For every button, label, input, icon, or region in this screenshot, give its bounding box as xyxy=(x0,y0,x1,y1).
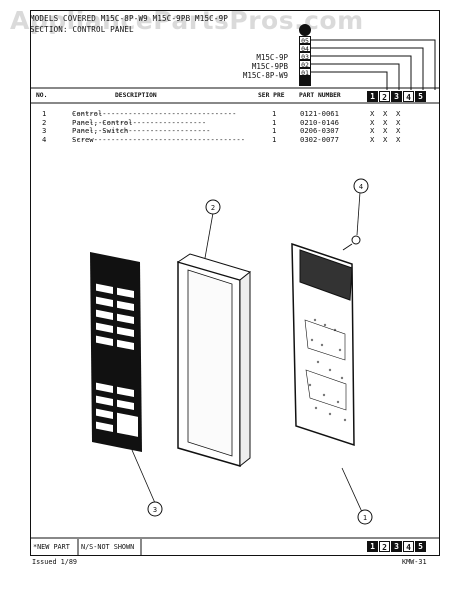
models-covered-line: MODELS COVERED M15C-8P-W9 M15C-9PB M15C-… xyxy=(30,14,229,23)
model-label-2: M15C-9PB xyxy=(251,62,288,71)
footer-num-2: 2 xyxy=(379,541,390,552)
slot-03: 03 xyxy=(299,52,311,61)
control-board-drawing xyxy=(291,235,361,447)
part-row-part-number: 0121-0061 xyxy=(300,109,339,118)
slot-04: 04 xyxy=(299,44,311,53)
callout-2: 2 xyxy=(211,204,215,212)
callout-circle-4 xyxy=(353,178,369,194)
page-code: KMW-31 xyxy=(402,558,427,566)
part-row-no: 1 xyxy=(42,109,47,118)
part-row-mark: X xyxy=(396,134,401,144)
part-row-leader: ------------------------------- xyxy=(72,117,207,127)
callout-circle-3 xyxy=(147,501,163,517)
issued-date: Issued 1/89 xyxy=(32,558,78,566)
part-row-description: Panel, Control xyxy=(72,117,133,127)
footer-num-4: 4 xyxy=(403,541,414,552)
part-row-qty: 1 xyxy=(272,117,277,127)
slot-02: 02 xyxy=(299,60,311,69)
part-row-mark: X xyxy=(370,126,375,136)
footer-num-3: 3 xyxy=(391,541,402,552)
part-row-mark: X xyxy=(370,117,375,127)
part-row-description: Screw xyxy=(72,134,94,144)
slot-marker-dot xyxy=(299,24,311,36)
col-num-4: 4 xyxy=(403,91,414,102)
part-row-leader: ---------------------------------------- xyxy=(72,134,246,144)
part-row-qty: 1 xyxy=(272,109,277,118)
new-part-legend: *NEW PART xyxy=(33,543,70,551)
footer-num-1: 1 xyxy=(367,541,378,552)
part-row-part-number: 0206-0307 xyxy=(300,126,339,136)
col-num-5: 5 xyxy=(415,91,426,102)
callout-circle-1 xyxy=(357,509,373,525)
slot-filled-block xyxy=(299,76,311,86)
part-row-mark: X xyxy=(396,109,401,118)
col-num-3: 3 xyxy=(391,91,402,102)
part-row-mark: X xyxy=(383,126,388,136)
part-row-description: Control xyxy=(72,109,103,118)
part-row-mark: X xyxy=(396,117,401,127)
part-row-part-number: 0210-0146 xyxy=(300,117,339,127)
callout-4: 4 xyxy=(359,183,363,191)
parts-sheet xyxy=(30,10,440,556)
part-row-mark: X xyxy=(370,109,375,118)
part-row-no: 3 xyxy=(42,126,47,136)
callout-3: 3 xyxy=(153,506,157,514)
part-row-no: 4 xyxy=(42,134,47,144)
col-part-number: PART NUMBER xyxy=(299,92,341,99)
part-row-mark: X xyxy=(396,126,401,136)
callout-circle-2 xyxy=(205,199,221,215)
part-row-leader: -------------------------------------- xyxy=(72,109,237,118)
col-no: NO. xyxy=(36,92,48,99)
part-row-mark: X xyxy=(383,134,388,144)
part-row-part-number: 0302-0077 xyxy=(300,134,339,144)
switch-panel-drawing xyxy=(90,252,142,452)
section-line: SECTION: CONTROL PANEL xyxy=(30,25,134,34)
part-row-description: Panel, Switch xyxy=(72,126,129,136)
callout-1: 1 xyxy=(363,514,367,522)
col-num-2: 2 xyxy=(379,91,390,102)
part-row-no: 2 xyxy=(42,117,47,127)
part-row-qty: 1 xyxy=(272,134,277,144)
col-ser-pre: SER PRE xyxy=(258,92,285,99)
footer-num-5: 5 xyxy=(415,541,426,552)
part-row-mark: X xyxy=(383,117,388,127)
col-num-1: 1 xyxy=(367,91,378,102)
slot-01: 01 xyxy=(299,68,311,77)
not-shown-legend: N/S-NOT SHOWN xyxy=(81,543,135,551)
model-label-1: M15C-9P xyxy=(256,53,288,62)
col-description: DESCRIPTION xyxy=(115,92,157,99)
part-row-leader: -------------------------------- xyxy=(72,126,211,136)
model-label-3: M15C-8P-W9 xyxy=(242,71,288,80)
control-panel-drawing xyxy=(176,253,252,468)
part-row-mark: X xyxy=(370,134,375,144)
part-row-qty: 1 xyxy=(272,126,277,136)
slot-05: 05 xyxy=(299,36,311,45)
part-row-mark: X xyxy=(383,109,388,118)
